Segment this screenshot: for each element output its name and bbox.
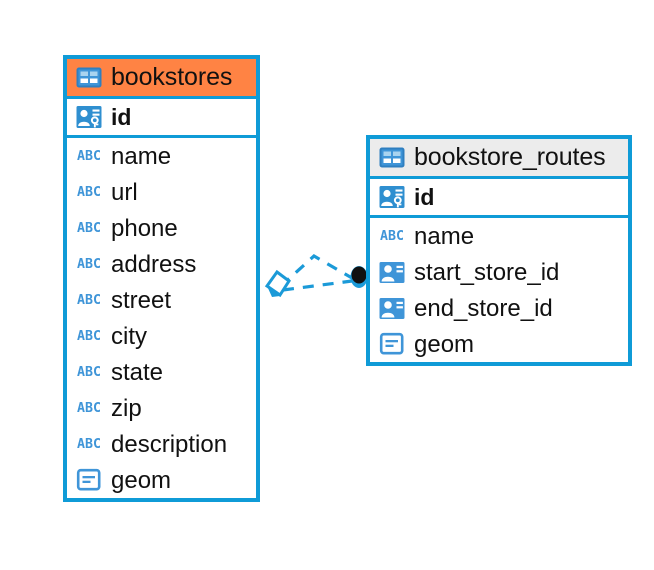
- field-list: ABC name ABC url ABC phone ABC address A…: [67, 138, 256, 498]
- field-row-state[interactable]: ABC state: [67, 354, 256, 390]
- field-label: id: [111, 104, 132, 131]
- entity-header[interactable]: bookstores: [67, 59, 256, 100]
- field-label: city: [111, 322, 147, 350]
- field-row-street[interactable]: ABC street: [67, 282, 256, 318]
- abc-text-icon: ABC: [77, 328, 101, 344]
- field-label: street: [111, 286, 172, 314]
- foreign-key-icon: [379, 297, 405, 319]
- field-label: end_store_id: [414, 294, 553, 322]
- abc-text-icon: ABC: [77, 256, 101, 272]
- abc-text-icon: ABC: [77, 292, 101, 308]
- field-row-end-store-id[interactable]: end_store_id: [370, 290, 628, 326]
- field-row-name[interactable]: ABC name: [67, 138, 256, 174]
- entity-header[interactable]: bookstore_routes: [370, 139, 628, 180]
- primary-key-icon: [379, 185, 405, 208]
- abc-text-icon: ABC: [380, 228, 404, 244]
- diamond-many-marker: [264, 269, 292, 298]
- field-row-url[interactable]: ABC url: [67, 174, 256, 210]
- relationship-line-upper: [279, 254, 353, 288]
- entity-table-bookstore-routes[interactable]: bookstore_routes id ABC nam: [366, 135, 632, 367]
- abc-text-icon: ABC: [77, 184, 101, 200]
- field-label: geom: [111, 466, 172, 494]
- foreign-key-icon: [379, 261, 405, 283]
- field-label: name: [111, 142, 172, 170]
- entity-title: bookstores: [111, 63, 233, 91]
- primary-key-icon: [76, 105, 102, 128]
- field-row-zip[interactable]: ABC zip: [67, 390, 256, 426]
- abc-text-icon: ABC: [77, 220, 101, 236]
- field-row-start-store-id[interactable]: start_store_id: [370, 254, 628, 290]
- field-row-name[interactable]: ABC name: [370, 218, 628, 254]
- entity-title: bookstore_routes: [414, 143, 606, 171]
- abc-text-icon: ABC: [77, 400, 101, 416]
- field-row-city[interactable]: ABC city: [67, 318, 256, 354]
- primary-key-section: id: [67, 99, 256, 139]
- field-row-geom[interactable]: geom: [67, 462, 256, 498]
- field-row-description[interactable]: ABC description: [67, 426, 256, 462]
- geometry-icon: [76, 469, 101, 491]
- primary-key-section: id: [370, 179, 628, 219]
- field-label: description: [111, 430, 228, 458]
- field-label: id: [414, 184, 435, 211]
- field-list: ABC name start_store_id: [370, 218, 628, 362]
- table-grid-icon: [76, 67, 102, 88]
- abc-text-icon: ABC: [77, 436, 101, 452]
- field-label: start_store_id: [414, 258, 560, 286]
- entity-table-bookstores[interactable]: bookstores id ABC name: [63, 55, 260, 503]
- abc-text-icon: ABC: [77, 148, 101, 164]
- field-label: address: [111, 250, 197, 278]
- relationship-line-lower: [282, 279, 353, 292]
- field-label: state: [111, 358, 164, 386]
- field-label: url: [111, 178, 138, 206]
- field-label: name: [414, 222, 475, 250]
- field-label: zip: [111, 394, 142, 422]
- field-row-id[interactable]: id: [370, 179, 628, 215]
- field-row-address[interactable]: ABC address: [67, 246, 256, 282]
- geometry-icon: [379, 333, 404, 355]
- table-grid-icon: [379, 147, 405, 168]
- field-label: geom: [414, 330, 475, 358]
- field-row-id[interactable]: id: [67, 99, 256, 135]
- abc-text-icon: ABC: [77, 364, 101, 380]
- field-label: phone: [111, 214, 178, 242]
- field-row-geom[interactable]: geom: [370, 326, 628, 362]
- field-row-phone[interactable]: ABC phone: [67, 210, 256, 246]
- filled-circle-one-marker: [350, 266, 368, 288]
